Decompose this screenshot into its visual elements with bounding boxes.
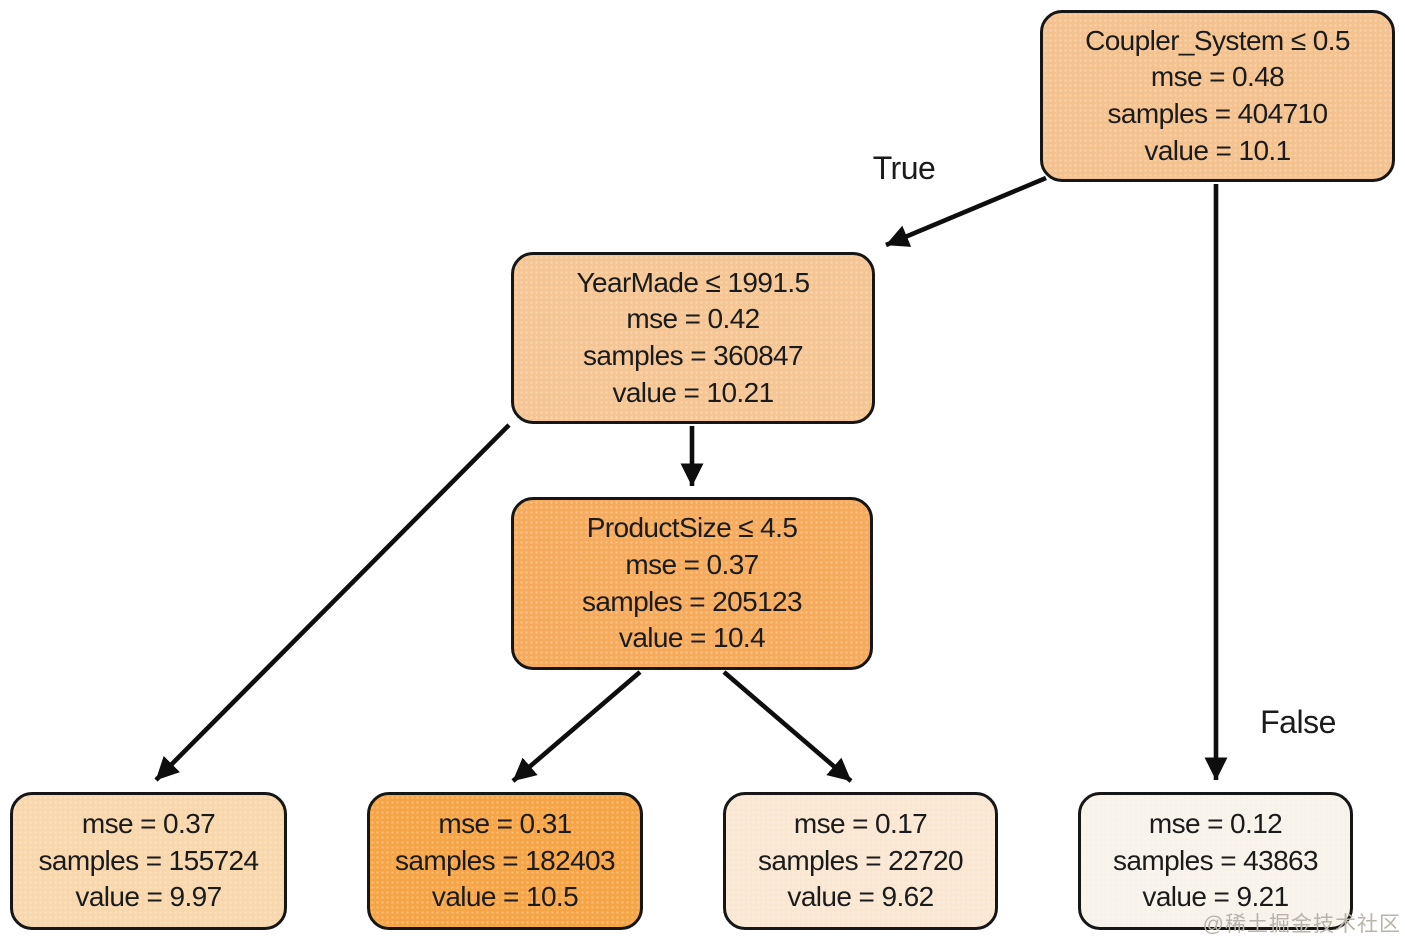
node-samples: samples = 205123: [581, 585, 803, 617]
node-value: value = 10.5: [431, 881, 579, 913]
node-value: value = 9.62: [787, 881, 934, 913]
node-samples: samples = 43863: [1112, 844, 1319, 876]
node-condition: ProductSize ≤ 4.5: [586, 512, 798, 544]
tree-leaf-1: mse = 0.37 samples = 155724 value = 9.97: [10, 792, 287, 930]
node-value: value = 10.21: [612, 376, 774, 408]
edge-productsize-to-leaf2: [511, 670, 642, 783]
node-condition: YearMade ≤ 1991.5: [576, 266, 811, 298]
tree-leaf-4: mse = 0.12 samples = 43863 value = 9.21: [1078, 792, 1353, 930]
node-mse: mse = 0.37: [81, 807, 216, 839]
node-condition: Coupler_System ≤ 0.5: [1085, 24, 1350, 56]
node-samples: samples = 182403: [394, 844, 616, 876]
node-mse: mse = 0.17: [793, 807, 928, 839]
node-mse: mse = 0.48: [1150, 61, 1285, 93]
node-samples: samples = 404710: [1107, 98, 1328, 129]
tree-leaf-2: mse = 0.31 samples = 182403 value = 10.5: [367, 792, 643, 930]
edge-productsize-to-leaf3: [722, 670, 853, 783]
edge-root-to-yearmade: [885, 175, 1047, 248]
edge-yearmade-to-leaf1: [154, 423, 511, 782]
node-value: value = 9.97: [75, 881, 222, 913]
tree-node-productsize: ProductSize ≤ 4.5 mse = 0.37 samples = 2…: [511, 497, 873, 670]
node-mse: mse = 0.37: [625, 548, 759, 580]
node-value: value = 10.1: [1144, 134, 1291, 166]
tree-node-yearmade: YearMade ≤ 1991.5 mse = 0.42 samples = 3…: [511, 252, 875, 424]
watermark: @稀土掘金技术社区: [1202, 913, 1401, 936]
node-value: value = 9.21: [1142, 881, 1289, 913]
edge-label-false: False: [1260, 704, 1336, 740]
node-samples: samples = 155724: [38, 844, 259, 876]
node-mse: mse = 0.31: [438, 807, 572, 839]
edge-label-true: True: [872, 150, 936, 186]
tree-node-root: Coupler_System ≤ 0.5 mse = 0.48 samples …: [1040, 10, 1395, 182]
node-samples: samples = 360847: [582, 340, 804, 371]
node-samples: samples = 22720: [757, 844, 964, 876]
tree-leaf-3: mse = 0.17 samples = 22720 value = 9.62: [723, 792, 998, 930]
node-mse: mse = 0.12: [1148, 807, 1283, 839]
node-value: value = 10.4: [618, 622, 766, 654]
node-mse: mse = 0.42: [626, 303, 760, 335]
